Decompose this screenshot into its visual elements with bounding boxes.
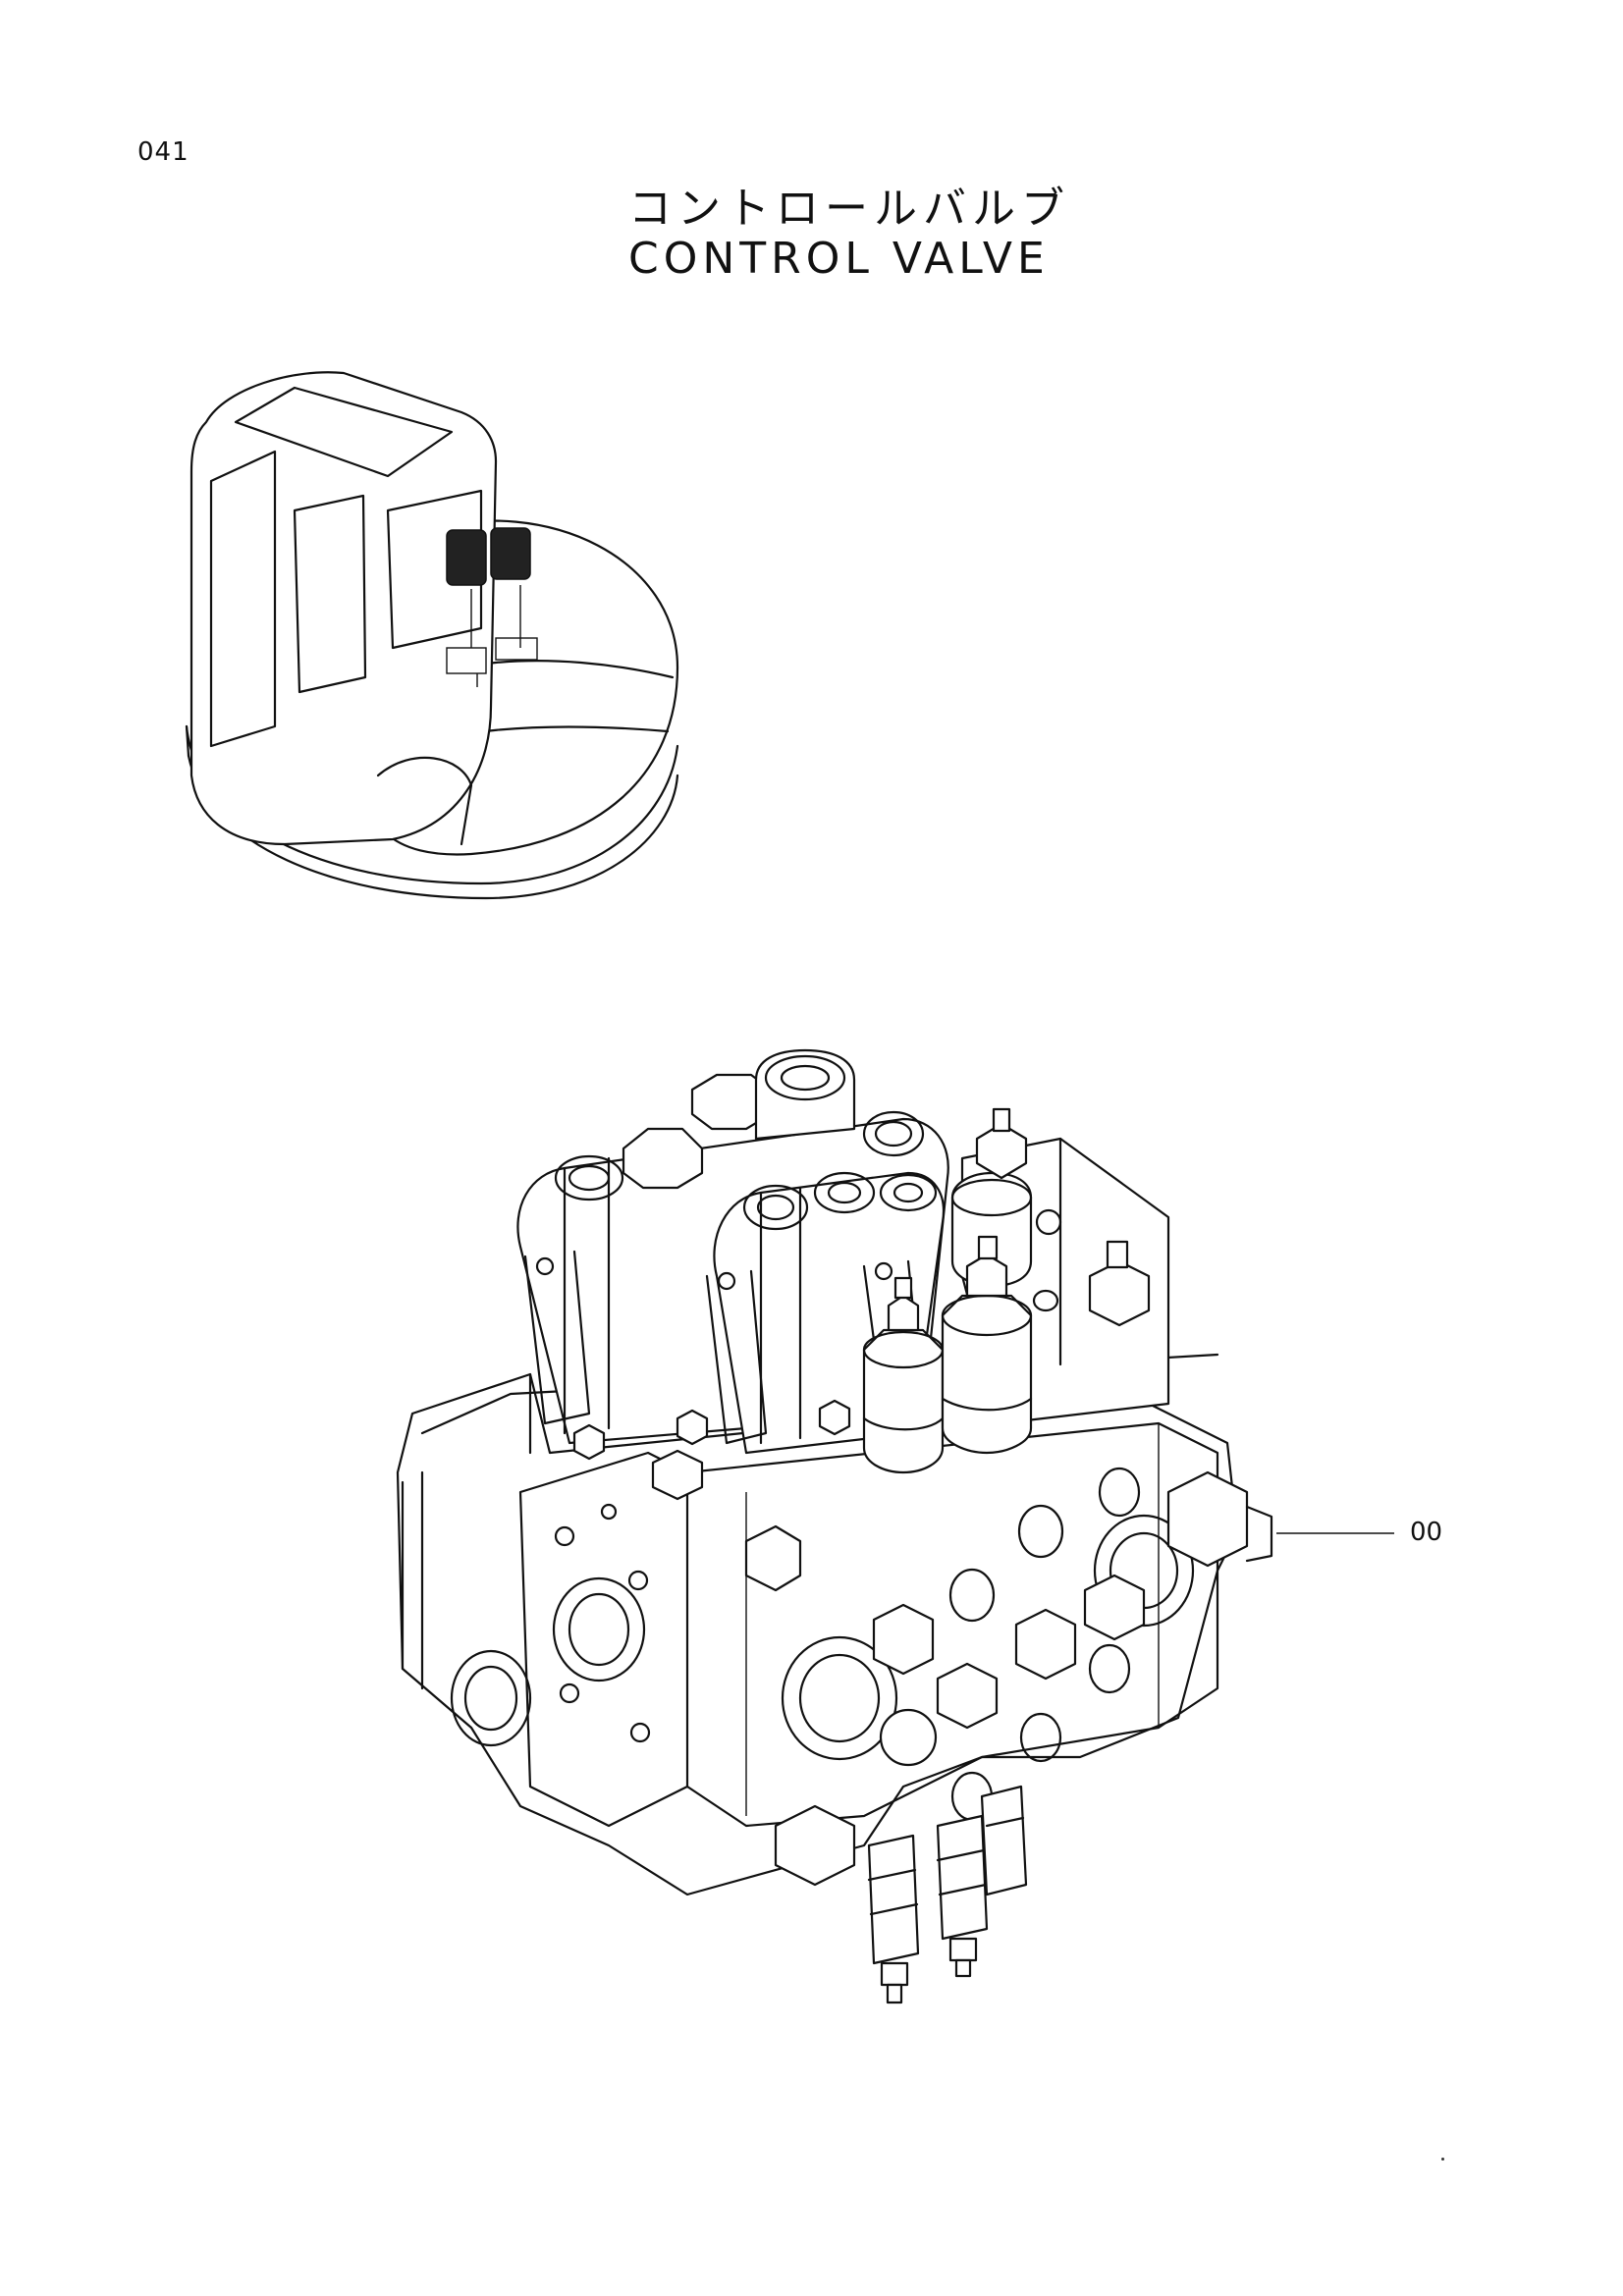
page-title-english: CONTROL VALVE [628,234,1050,284]
scan-dot [1441,2158,1444,2161]
page-number: 041 [137,137,189,167]
page-title-japanese: コントロールバルブ [628,184,1070,234]
control-valve-assembly-icon [396,1048,1273,2004]
excavator-overview-icon [185,371,679,900]
callout-label-00: 00 [1410,1518,1443,1547]
